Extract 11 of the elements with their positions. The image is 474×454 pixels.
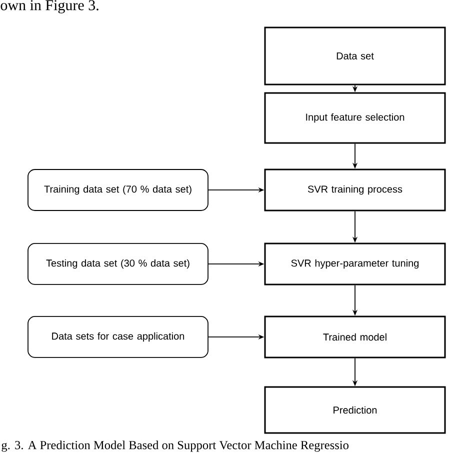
process-box: Trained model [264,316,446,358]
body-text: own in Figure 3. [0,0,98,14]
process-box: SVR hyper-parameter tuning [264,242,446,286]
process-box: SVR training process [264,168,446,212]
process-box: Data set [264,26,446,86]
input-box: Testing data set (30 % data set) [28,243,208,285]
caption: g. 3. A Prediction Model Based on Support Vector Machine Regressio [2,440,348,452]
process-box: Prediction [264,386,446,434]
process-box: Input feature selection [264,92,446,144]
input-box: Training data set (70 % data set) [28,169,208,211]
input-box: Data sets for case application [28,316,208,358]
